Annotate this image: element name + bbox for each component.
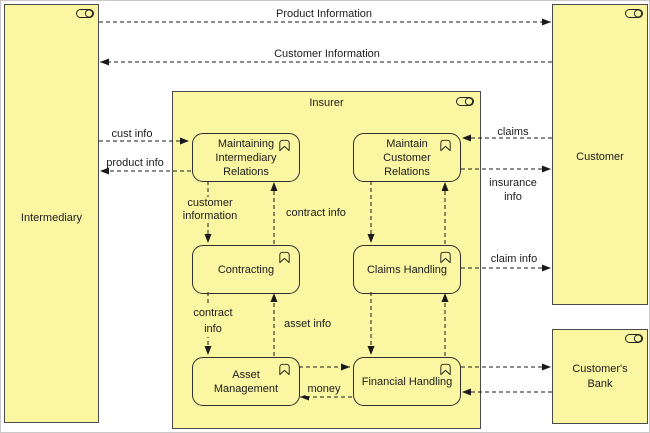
node-label-claims-handling: Claims Handling <box>366 263 448 276</box>
node-label-maintaining-intermediary-relations: Maintaining Intermediary Relations <box>215 137 277 178</box>
business-function-icon <box>279 251 290 264</box>
node-label-customer: Customer <box>576 151 624 163</box>
flow-label-customer-information: Customer Information <box>274 48 380 60</box>
node-insurer[interactable]: Insurer Maintaining Intermediary Relatio… <box>172 91 481 429</box>
node-customer[interactable]: Customer <box>552 4 648 305</box>
business-role-icon <box>625 334 643 343</box>
flow-label-asset-info: asset info <box>282 317 334 331</box>
node-label-maintain-customer-relations: Maintain Customer Relations <box>383 137 431 178</box>
node-label-financial-handling: Financial Handling <box>361 375 453 388</box>
node-label-asset-management: Asset Management <box>213 368 279 395</box>
flow-label-product-information: Product Information <box>276 8 372 20</box>
node-label-intermediary: Intermediary <box>20 212 83 224</box>
flow-label-claim-info: claim info <box>490 253 538 265</box>
business-role-icon <box>76 9 94 18</box>
flow-label-contract-info-upper: contract info <box>284 206 348 220</box>
business-function-icon <box>279 363 290 376</box>
flow-label-claims: claims <box>497 126 529 138</box>
node-contracting[interactable]: Contracting <box>192 245 300 294</box>
node-financial-handling[interactable]: Financial Handling <box>353 357 461 406</box>
node-label-insurer: Insurer <box>309 97 344 109</box>
node-maintaining-intermediary-relations[interactable]: Maintaining Intermediary Relations <box>192 133 300 182</box>
node-label-contracting: Contracting <box>217 263 275 276</box>
node-customers-bank[interactable]: Customer's Bank <box>552 329 648 424</box>
business-function-icon <box>440 251 451 264</box>
flow-label-customer-information-inner: customer information <box>180 197 240 223</box>
flow-label-contract-info-lower: contract info <box>191 305 235 337</box>
business-function-icon <box>279 139 290 152</box>
flow-label-product-info: product info <box>106 157 164 169</box>
node-label-customers-bank: Customer's Bank <box>572 362 628 390</box>
business-function-icon <box>440 139 451 152</box>
business-role-icon <box>456 97 474 106</box>
flow-label-insurance-info: insurance info <box>489 177 537 203</box>
node-asset-management[interactable]: Asset Management <box>192 357 300 406</box>
business-role-icon <box>625 9 643 18</box>
node-claims-handling[interactable]: Claims Handling <box>353 245 461 294</box>
flow-label-money: money <box>305 382 343 396</box>
node-maintain-customer-relations[interactable]: Maintain Customer Relations <box>353 133 461 182</box>
business-function-icon <box>440 363 451 376</box>
node-intermediary[interactable]: Intermediary <box>4 4 99 423</box>
flow-label-cust-info: cust info <box>111 128 153 140</box>
